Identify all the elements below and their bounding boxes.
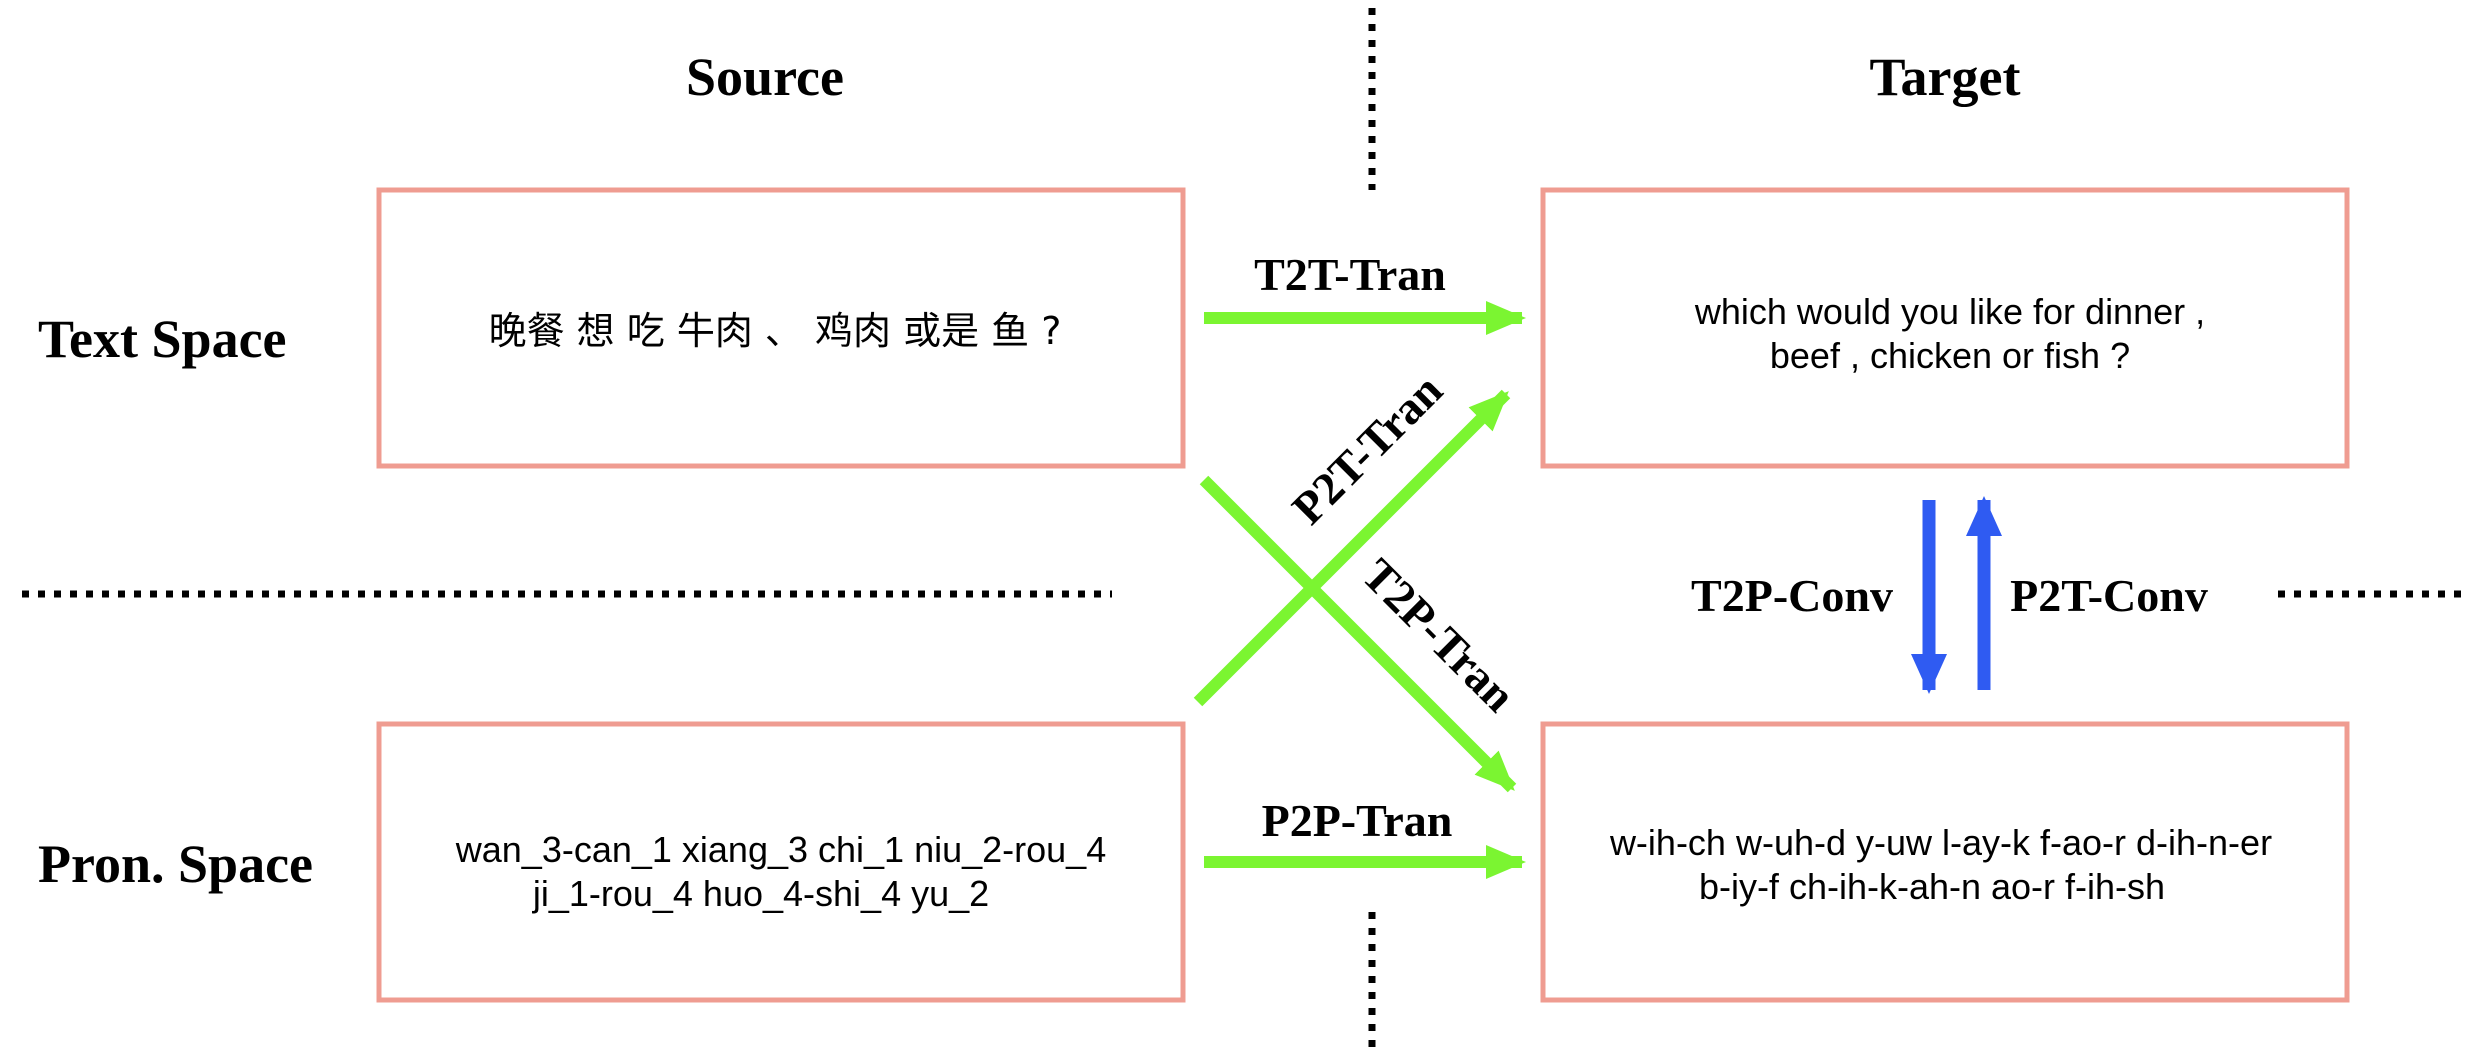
column-header-source: Source [686,47,844,107]
target-pron-box [1540,721,2350,1003]
target-text-line-1: which would you like for dinner , [1694,291,2205,332]
source-pron-line-1: wan_3-can_1 xiang_3 chi_1 niu_2-rou_4 [455,829,1106,870]
p2t-conv-label: P2T-Conv [2010,570,2208,621]
t2p-conv-label: T2P-Conv [1691,570,1893,621]
source-pron-box [376,721,1186,1003]
source-text-line-1: 晚餐 想 吃 牛肉 、 鸡肉 或是 鱼 ? [489,309,1062,353]
p2t-tran-arrow [1193,389,1511,707]
t2t-tran-label: T2T-Tran [1254,249,1446,300]
row-label-text-space: Text Space [38,309,287,369]
target-text-box [1540,187,2350,469]
source-text-box [376,187,1186,469]
target-pron-line-2: b-iy-f ch-ih-k-ah-n ao-r f-ih-sh [1699,866,2165,907]
column-header-target: Target [1870,47,2021,107]
t2p-tran-arrow [1199,475,1517,793]
target-pron-line-1: w-ih-ch w-uh-d y-uw l-ay-k f-ao-r d-ih-n… [1609,822,2272,863]
target-text-line-2: beef , chicken or fish ? [1770,335,2130,376]
p2t-tran-label: P2T-Tran [1282,364,1452,534]
row-label-pron-space: Pron. Space [38,834,313,894]
source-pron-line-2: ji_1-rou_4 huo_4-shi_4 yu_2 [532,873,989,914]
p2p-tran-label: P2P-Tran [1262,795,1453,846]
t2p-tran-label: T2P-Tran [1353,549,1526,722]
